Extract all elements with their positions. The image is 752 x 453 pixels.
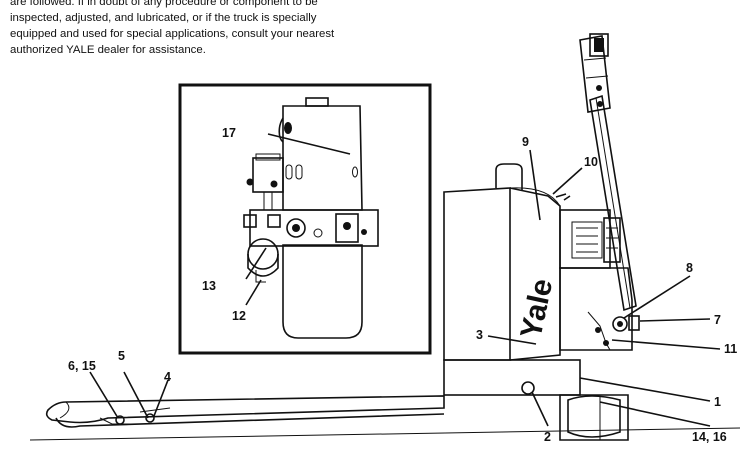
intro-line-3: equipped and used for special applicatio… — [10, 28, 335, 40]
forks — [45, 395, 445, 428]
truck-body: Yale — [443, 163, 640, 441]
callout-9: 9 — [522, 135, 529, 149]
callout-2: 2 — [544, 430, 551, 444]
intro-paragraph: are followed. If in doubt of any procedu… — [10, 0, 370, 58]
callout-8: 8 — [686, 261, 693, 275]
callout-labels: 17 13 12 9 10 3 8 7 11 1 14, 16 2 5 4 6,… — [68, 126, 737, 444]
intro-line-2: inspected, adjusted, and lubricated, or … — [10, 12, 317, 24]
intro-line-4: authorized YALE dealer for assistance. — [10, 44, 206, 56]
callout-11: 11 — [724, 342, 737, 356]
callout-10: 10 — [584, 155, 598, 169]
callout-4: 4 — [164, 370, 171, 384]
leader-lines — [89, 133, 721, 427]
callout-7: 7 — [714, 313, 721, 327]
callout-3: 3 — [476, 328, 483, 342]
callout-14-16: 14, 16 — [692, 430, 727, 444]
intro-line-1: are followed. If in doubt of any procedu… — [10, 0, 318, 8]
callout-5: 5 — [118, 349, 125, 363]
inset-hydraulic-unit — [178, 83, 432, 355]
callout-17: 17 — [222, 126, 236, 140]
callout-13: 13 — [202, 279, 216, 293]
yale-logo-text: Yale — [515, 276, 560, 342]
tiller-arm — [579, 33, 637, 312]
callout-12: 12 — [232, 309, 246, 323]
ground-line — [29, 427, 741, 441]
callout-6-15: 6, 15 — [68, 359, 96, 373]
callout-1: 1 — [714, 395, 721, 409]
